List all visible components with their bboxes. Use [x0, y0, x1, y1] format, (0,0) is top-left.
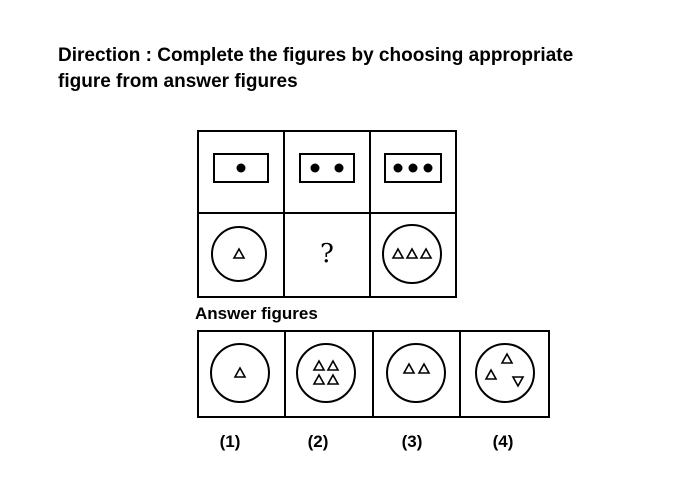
- direction-text: Direction : Complete the figures by choo…: [58, 43, 678, 95]
- option-label-3[interactable]: (3): [401, 432, 423, 451]
- triangle-icon: [484, 368, 498, 380]
- direction-line-2: figure from answer figures: [58, 71, 298, 92]
- dot-box: [384, 153, 442, 183]
- triangle-icon: [419, 247, 433, 259]
- direction-line-1: Direction : Complete the figures by choo…: [58, 45, 574, 66]
- dot: [310, 163, 320, 173]
- triangle-icon: [402, 362, 416, 374]
- dot-box: [213, 153, 269, 183]
- question-cell-1-2: [299, 153, 355, 183]
- option-label-1[interactable]: (1): [219, 432, 241, 451]
- answer-grid: [197, 330, 550, 418]
- triangle-icon: [233, 366, 247, 378]
- question-cell-2-1: [211, 226, 267, 282]
- answer-option-3[interactable]: [386, 343, 446, 403]
- question-mark: ?: [320, 239, 334, 269]
- triangle-circle: [296, 343, 356, 403]
- answer-option-2[interactable]: [296, 343, 356, 403]
- triangle-icon: [326, 373, 340, 385]
- dot: [408, 163, 418, 173]
- answer-option-4[interactable]: [475, 343, 535, 403]
- option-label-4[interactable]: (4): [492, 432, 514, 451]
- inverted-triangle-icon: [511, 376, 525, 388]
- dot: [423, 163, 433, 173]
- triangle-icon: [232, 247, 246, 259]
- triangle-icon: [500, 352, 514, 364]
- triangle-icon: [326, 359, 340, 371]
- question-cell-1-1: [213, 153, 269, 183]
- triangle-circle: [382, 224, 442, 284]
- triangle-icon: [312, 373, 326, 385]
- dot: [393, 163, 403, 173]
- answer-option-1[interactable]: [210, 343, 270, 403]
- triangle-icon: [312, 359, 326, 371]
- question-grid: [197, 130, 457, 298]
- option-label-2[interactable]: (2): [307, 432, 329, 451]
- triangle-icon: [417, 362, 431, 374]
- question-cell-2-3: [382, 224, 442, 284]
- dot: [236, 163, 246, 173]
- dot-box: [299, 153, 355, 183]
- triangle-circle: [210, 343, 270, 403]
- question-cell-1-3: [384, 153, 442, 183]
- triangle-circle: [386, 343, 446, 403]
- answer-figures-label: Answer figures: [195, 304, 318, 323]
- question-cell-2-2: ?: [320, 239, 334, 269]
- triangle-circle: [211, 226, 267, 282]
- triangle-icon: [405, 247, 419, 259]
- triangle-circle: [475, 343, 535, 403]
- dot: [334, 163, 344, 173]
- triangle-icon: [391, 247, 405, 259]
